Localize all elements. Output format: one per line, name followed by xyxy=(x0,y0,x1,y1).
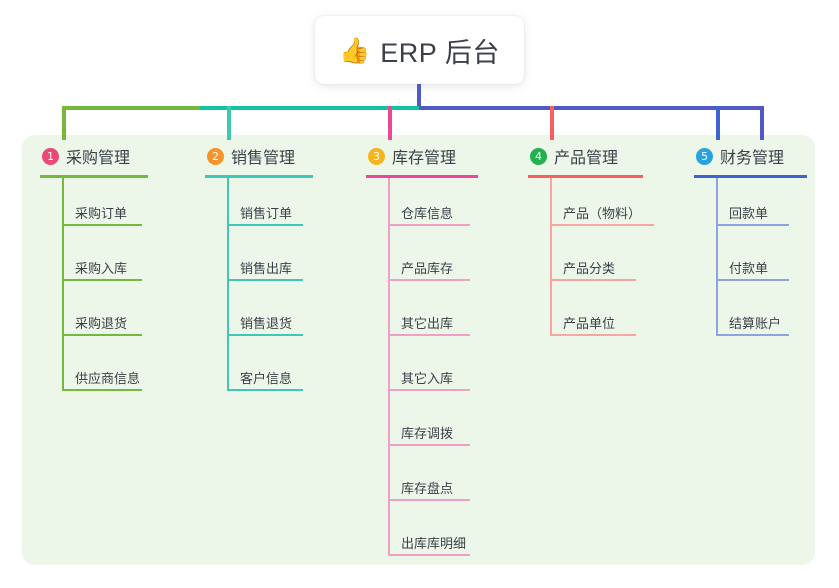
list-item-rule xyxy=(388,444,470,446)
column-badge-1: 1 xyxy=(42,147,59,165)
column-badge-4: 4 xyxy=(530,147,547,165)
column-stub-5 xyxy=(716,106,720,140)
list-item-label: 采购订单 xyxy=(75,206,128,221)
list-item-rule xyxy=(716,279,789,281)
column-title-5: 财务管理 xyxy=(720,150,785,167)
column-rule-1 xyxy=(40,175,148,178)
column-spine-3 xyxy=(388,178,390,556)
column-rule-5 xyxy=(694,175,807,178)
list-item-rule xyxy=(227,279,303,281)
list-item-label: 客户信息 xyxy=(240,371,293,386)
list-item-rule xyxy=(62,389,142,391)
list-item-rule xyxy=(550,334,636,336)
list-item-label: 销售订单 xyxy=(240,206,293,221)
modules-panel xyxy=(22,135,815,565)
root-node-title: ERP 后台 xyxy=(380,37,500,68)
list-item-rule xyxy=(388,279,470,281)
column-badge-2: 2 xyxy=(207,147,224,165)
column-5: 5 财务管理回款单付款单结算账户 xyxy=(694,144,807,336)
list-item-rule xyxy=(388,389,470,391)
list-item-label: 回款单 xyxy=(729,206,769,221)
column-2: 2 销售管理销售订单销售出库销售退货客户信息 xyxy=(205,144,313,391)
list-item-rule xyxy=(227,224,303,226)
list-item-label: 产品分类 xyxy=(563,261,616,276)
bus-segment-blue xyxy=(419,106,764,110)
bus-elbow-right xyxy=(760,106,764,140)
list-item-label: 库存盘点 xyxy=(401,481,454,496)
column-spine-4 xyxy=(550,178,552,336)
column-title-3: 库存管理 xyxy=(392,150,457,167)
list-item-label: 库存调拨 xyxy=(401,426,454,441)
list-item-rule xyxy=(62,279,142,281)
list-item-rule xyxy=(388,224,470,226)
column-header-3[interactable]: 3 库存管理 xyxy=(366,144,456,168)
list-item-label: 供应商信息 xyxy=(75,371,141,386)
list-item-label: 产品（物料） xyxy=(563,206,642,221)
list-item-rule xyxy=(388,499,470,501)
column-stub-3 xyxy=(388,106,392,140)
list-item-rule xyxy=(716,334,789,336)
column-header-2[interactable]: 2 销售管理 xyxy=(205,144,295,168)
list-item-label: 产品单位 xyxy=(563,316,616,331)
root-node-erp-backend[interactable]: 👍 ERP 后台 xyxy=(315,16,524,84)
list-item-label: 产品库存 xyxy=(401,261,454,276)
column-title-2: 销售管理 xyxy=(231,150,296,167)
column-rule-2 xyxy=(205,175,313,178)
list-item-label: 采购入库 xyxy=(75,261,128,276)
column-stub-2 xyxy=(227,106,231,140)
column-header-1[interactable]: 1 采购管理 xyxy=(40,144,130,168)
column-badge-3: 3 xyxy=(368,147,385,165)
column-title-1: 采购管理 xyxy=(66,150,131,167)
column-title-4: 产品管理 xyxy=(554,150,619,167)
list-item-rule xyxy=(388,334,470,336)
list-item-rule xyxy=(716,224,789,226)
list-item-label: 仓库信息 xyxy=(401,206,454,221)
list-item-label: 付款单 xyxy=(729,261,769,276)
list-item-rule xyxy=(550,279,636,281)
list-item-rule xyxy=(388,554,470,556)
list-item-label: 销售退货 xyxy=(240,316,293,331)
bus-segment-teal xyxy=(200,106,421,110)
trunk-connector xyxy=(417,84,421,108)
thumbs-up-icon: 👍 xyxy=(339,36,371,65)
column-spine-5 xyxy=(716,178,718,336)
list-item-rule xyxy=(550,224,654,226)
list-item-label: 其它出库 xyxy=(401,316,454,331)
list-item-label: 出库库明细 xyxy=(401,536,467,551)
list-item-label: 其它入库 xyxy=(401,371,454,386)
column-1: 1 采购管理采购订单采购入库采购退货供应商信息 xyxy=(40,144,148,391)
list-item-rule xyxy=(227,389,303,391)
list-item-label: 采购退货 xyxy=(75,316,128,331)
column-spine-1 xyxy=(62,178,64,391)
column-header-5[interactable]: 5 财务管理 xyxy=(694,144,784,168)
column-rule-4 xyxy=(528,175,643,178)
column-3: 3 库存管理仓库信息产品库存其它出库其它入库库存调拨库存盘点出库库明细 xyxy=(366,144,478,556)
list-item-label: 销售出库 xyxy=(240,261,293,276)
column-badge-5: 5 xyxy=(696,147,713,165)
list-item-rule xyxy=(62,224,142,226)
column-stub-1 xyxy=(62,106,66,140)
bus-segment-green xyxy=(62,106,202,110)
column-rule-3 xyxy=(366,175,478,178)
list-item-label: 结算账户 xyxy=(729,316,782,331)
column-spine-2 xyxy=(227,178,229,391)
list-item-rule xyxy=(62,334,142,336)
column-4: 4 产品管理产品（物料） 产品分类产品单位 xyxy=(528,144,654,336)
column-header-4[interactable]: 4 产品管理 xyxy=(528,144,618,168)
list-item-rule xyxy=(227,334,303,336)
column-stub-4 xyxy=(550,106,554,140)
